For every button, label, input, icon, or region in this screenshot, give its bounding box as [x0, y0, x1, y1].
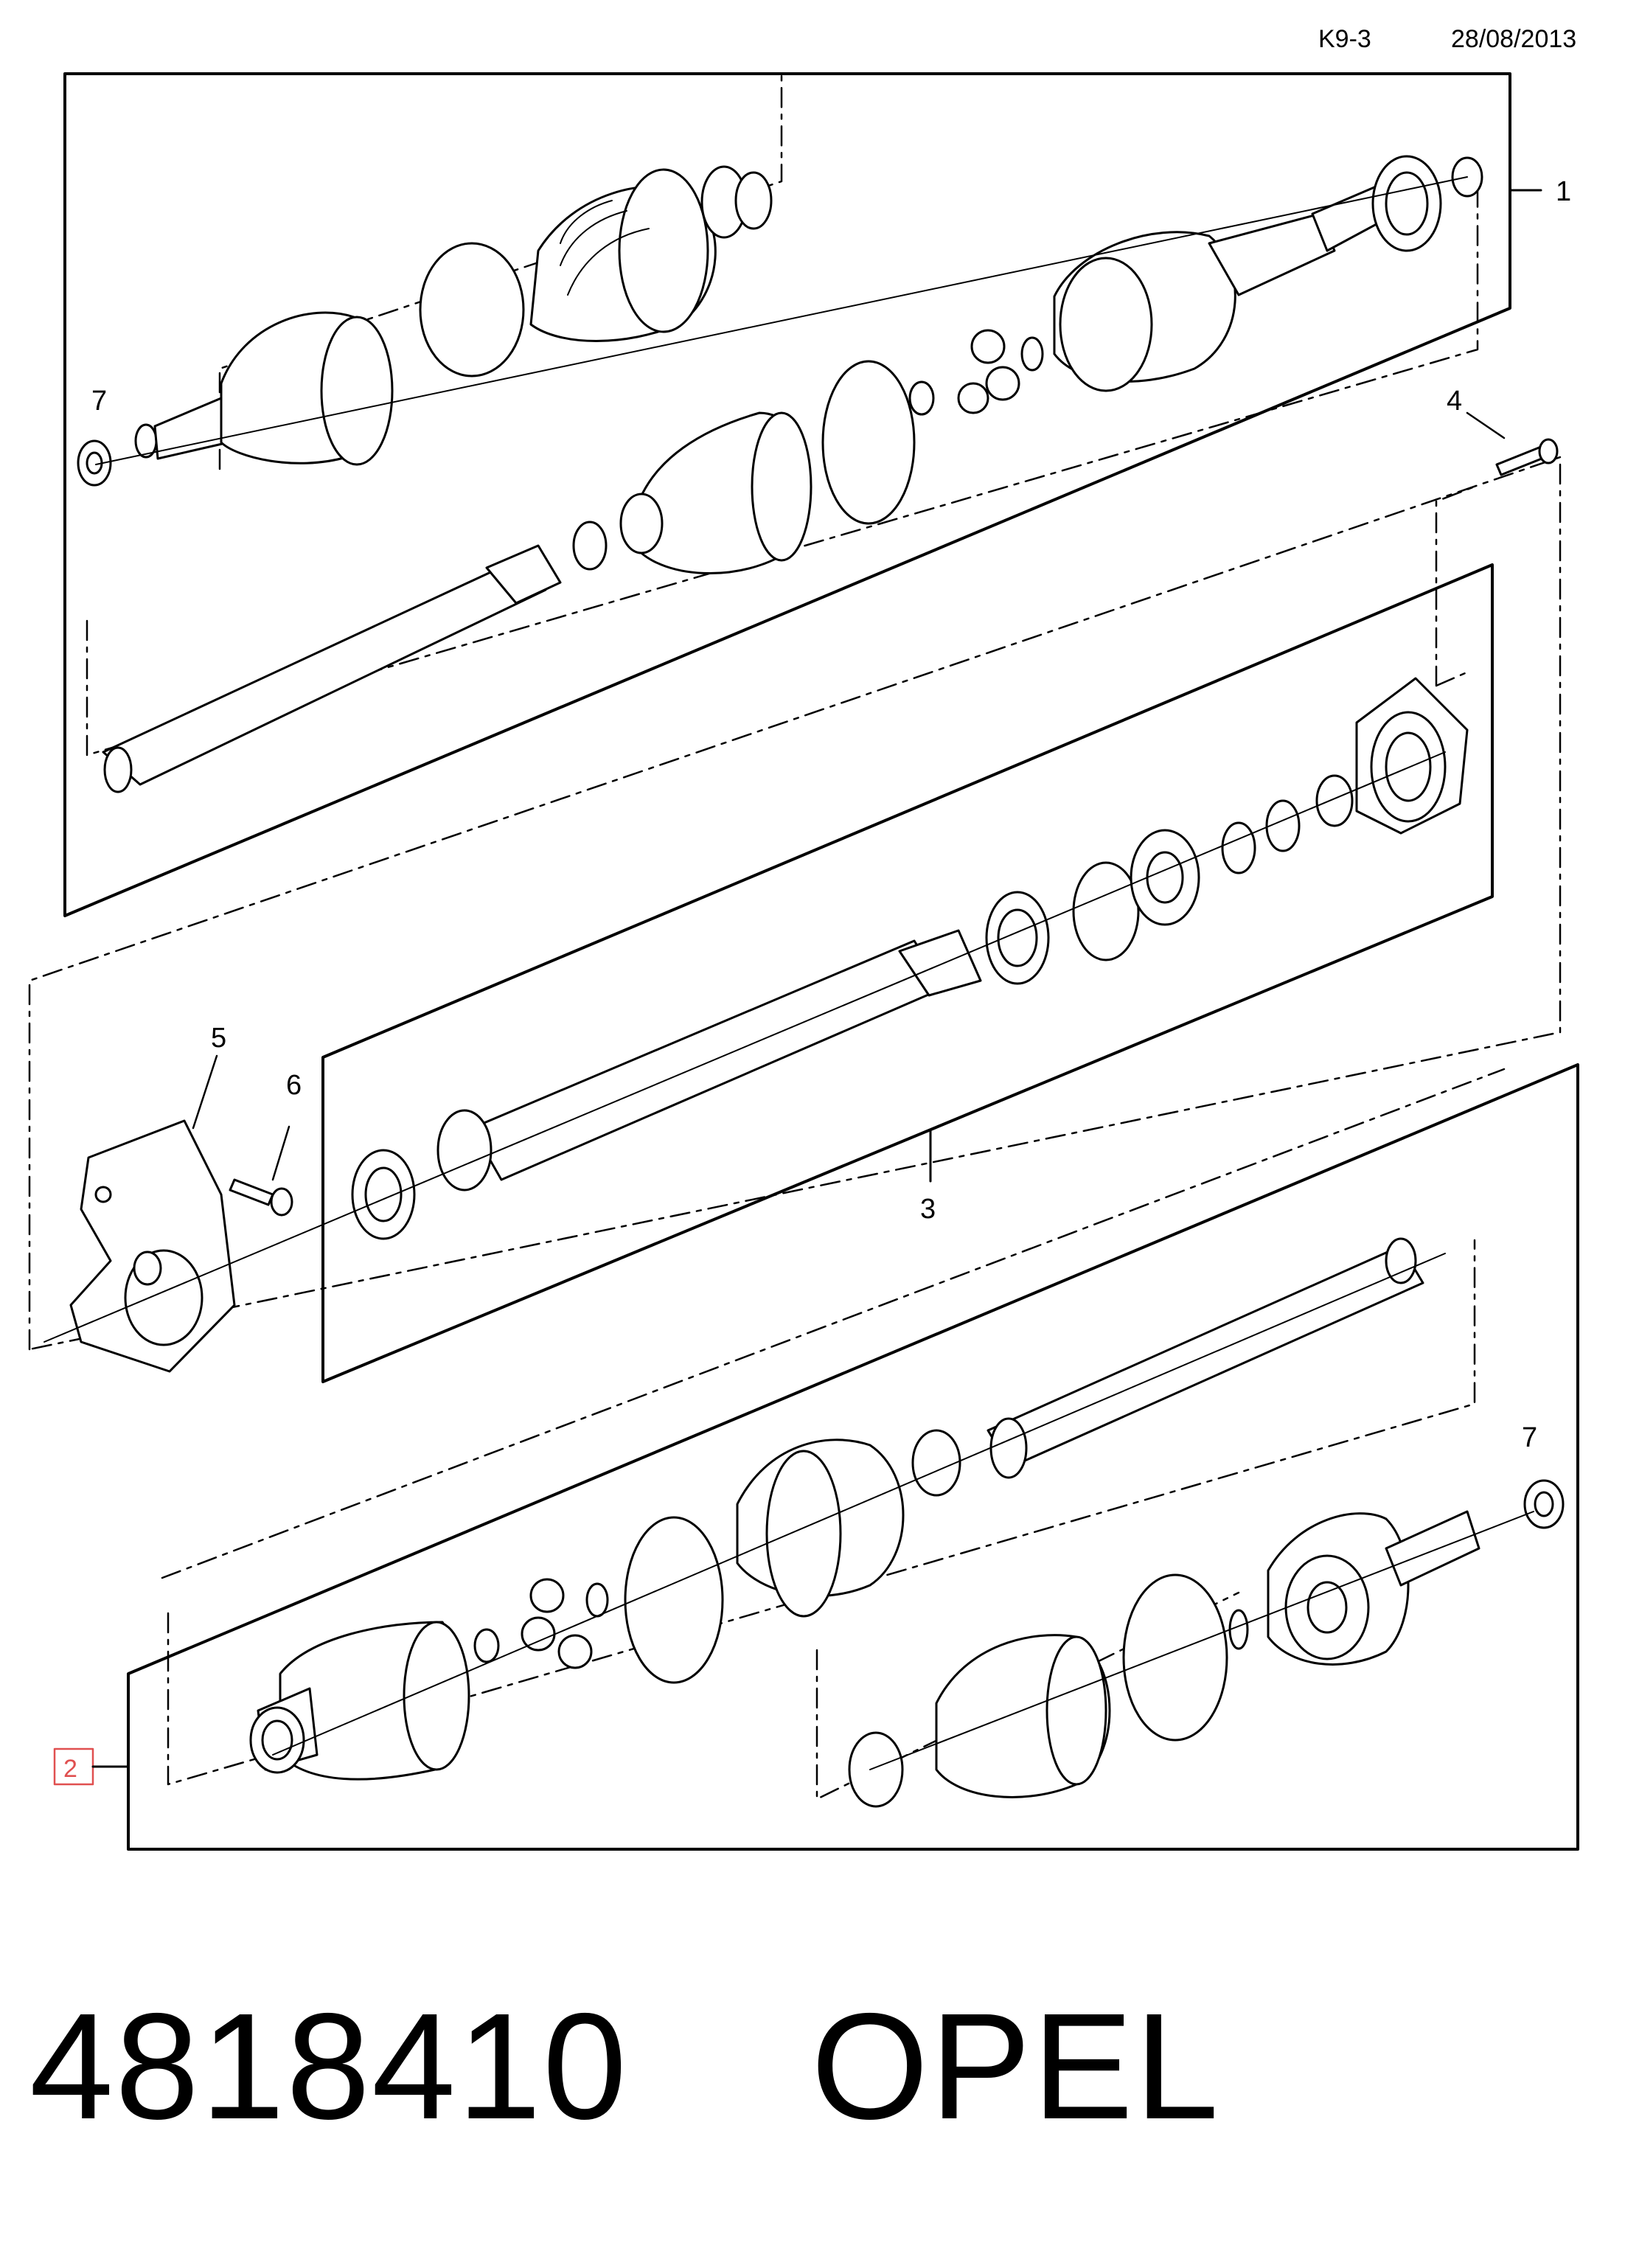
part-number: 4818410	[29, 1982, 629, 2151]
group-1-frame	[63, 72, 1511, 917]
shaft-bottom	[987, 1237, 1424, 1479]
callout-7-top: 7	[91, 386, 107, 417]
boot-ribs-top	[560, 200, 650, 296]
inner-boot-top	[572, 360, 916, 574]
outer-cv-joint-bottom	[848, 1479, 1565, 1808]
inner-joint-housing-top	[1053, 155, 1483, 392]
callout-2: 2	[63, 1755, 77, 1783]
brand-name: OPEL	[811, 1982, 1220, 2151]
callout-4: 4	[1447, 386, 1462, 417]
shaft-top	[102, 544, 562, 793]
group-2-dash-c	[161, 1068, 1506, 1579]
bracket-bolt	[229, 1178, 293, 1217]
outer-cv-joint-top	[77, 165, 773, 487]
group-3-dash	[28, 456, 1562, 1351]
inner-boot-bottom	[624, 1429, 961, 1684]
support-bracket	[69, 1119, 236, 1373]
callout-7-bottom: 7	[1522, 1422, 1537, 1453]
diagram-code: K9-3	[1318, 25, 1371, 53]
inner-joint-housing-bottom	[249, 1621, 470, 1781]
callout-leaders	[192, 411, 1506, 1851]
callout-5: 5	[211, 1023, 226, 1054]
axis-lines	[44, 176, 1534, 1770]
group-3-dash-bracket	[1435, 485, 1476, 687]
intermediate-shaft	[351, 677, 1469, 1240]
callout-3: 3	[920, 1194, 936, 1225]
callout-6: 6	[286, 1070, 302, 1101]
callout-1: 1	[1556, 176, 1571, 207]
bolt-4	[1495, 438, 1559, 476]
tripod-spider-bottom	[473, 1578, 609, 1669]
group-2-frame	[127, 1063, 1579, 1851]
diagram-date: 28/08/2013	[1451, 25, 1577, 53]
group-3-frame	[321, 563, 1494, 1383]
tripod-spider-top	[908, 329, 1044, 416]
